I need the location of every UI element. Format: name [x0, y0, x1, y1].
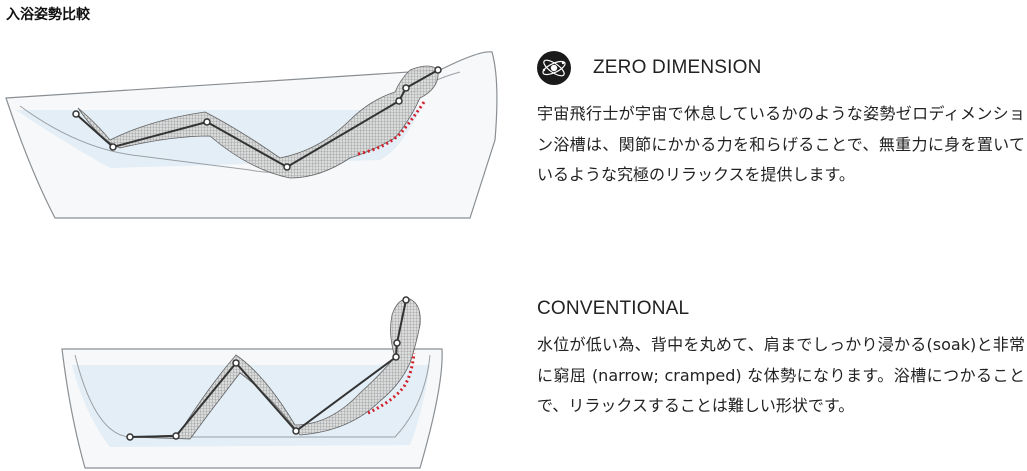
section-title: 入浴姿勢比較 [6, 7, 90, 23]
conventional-block: CONVENTIONAL 水位が低い為、背中を丸めて、肩までしっかり浸かる(so… [537, 298, 1027, 422]
zero-dimension-block: ZERO DIMENSION 宇宙飛行士が宇宙で休息しているかのような姿勢ゼロデ… [537, 48, 1027, 191]
conventional-description: 水位が低い為、背中を丸めて、肩までしっかり浸かる(soak)と非常に窮屈 (na… [537, 335, 1025, 415]
orbit-sphere-icon [537, 51, 571, 85]
zero-dimension-illustration [5, 51, 498, 219]
conventional-pressure-dots [367, 352, 416, 415]
conventional-illustration [61, 296, 443, 469]
conventional-joint [402, 296, 410, 304]
conventional-joint [172, 432, 180, 440]
zero-dimension-description: 宇宙飛行士が宇宙で休息しているかのような姿勢ゼロディメンション浴槽は、関節にかか… [537, 104, 1025, 184]
conventional-joint [392, 353, 400, 361]
zero-joint [402, 84, 410, 92]
zero-joint [395, 97, 403, 105]
conventional-joint [126, 433, 134, 441]
conventional-heading: CONVENTIONAL [537, 298, 690, 319]
conventional-joint [292, 427, 300, 435]
zero-joint [283, 163, 291, 171]
zero-joint [203, 118, 211, 126]
zero-joint [72, 110, 80, 118]
zero-dimension-header: ZERO DIMENSION [537, 48, 1027, 88]
zero-joint [434, 66, 442, 74]
conventional-joint [232, 359, 240, 367]
zero-pressure-dots [357, 101, 426, 156]
conventional-joint [393, 339, 401, 347]
zero-joint [109, 143, 117, 151]
zero-dimension-heading: ZERO DIMENSION [593, 57, 762, 78]
